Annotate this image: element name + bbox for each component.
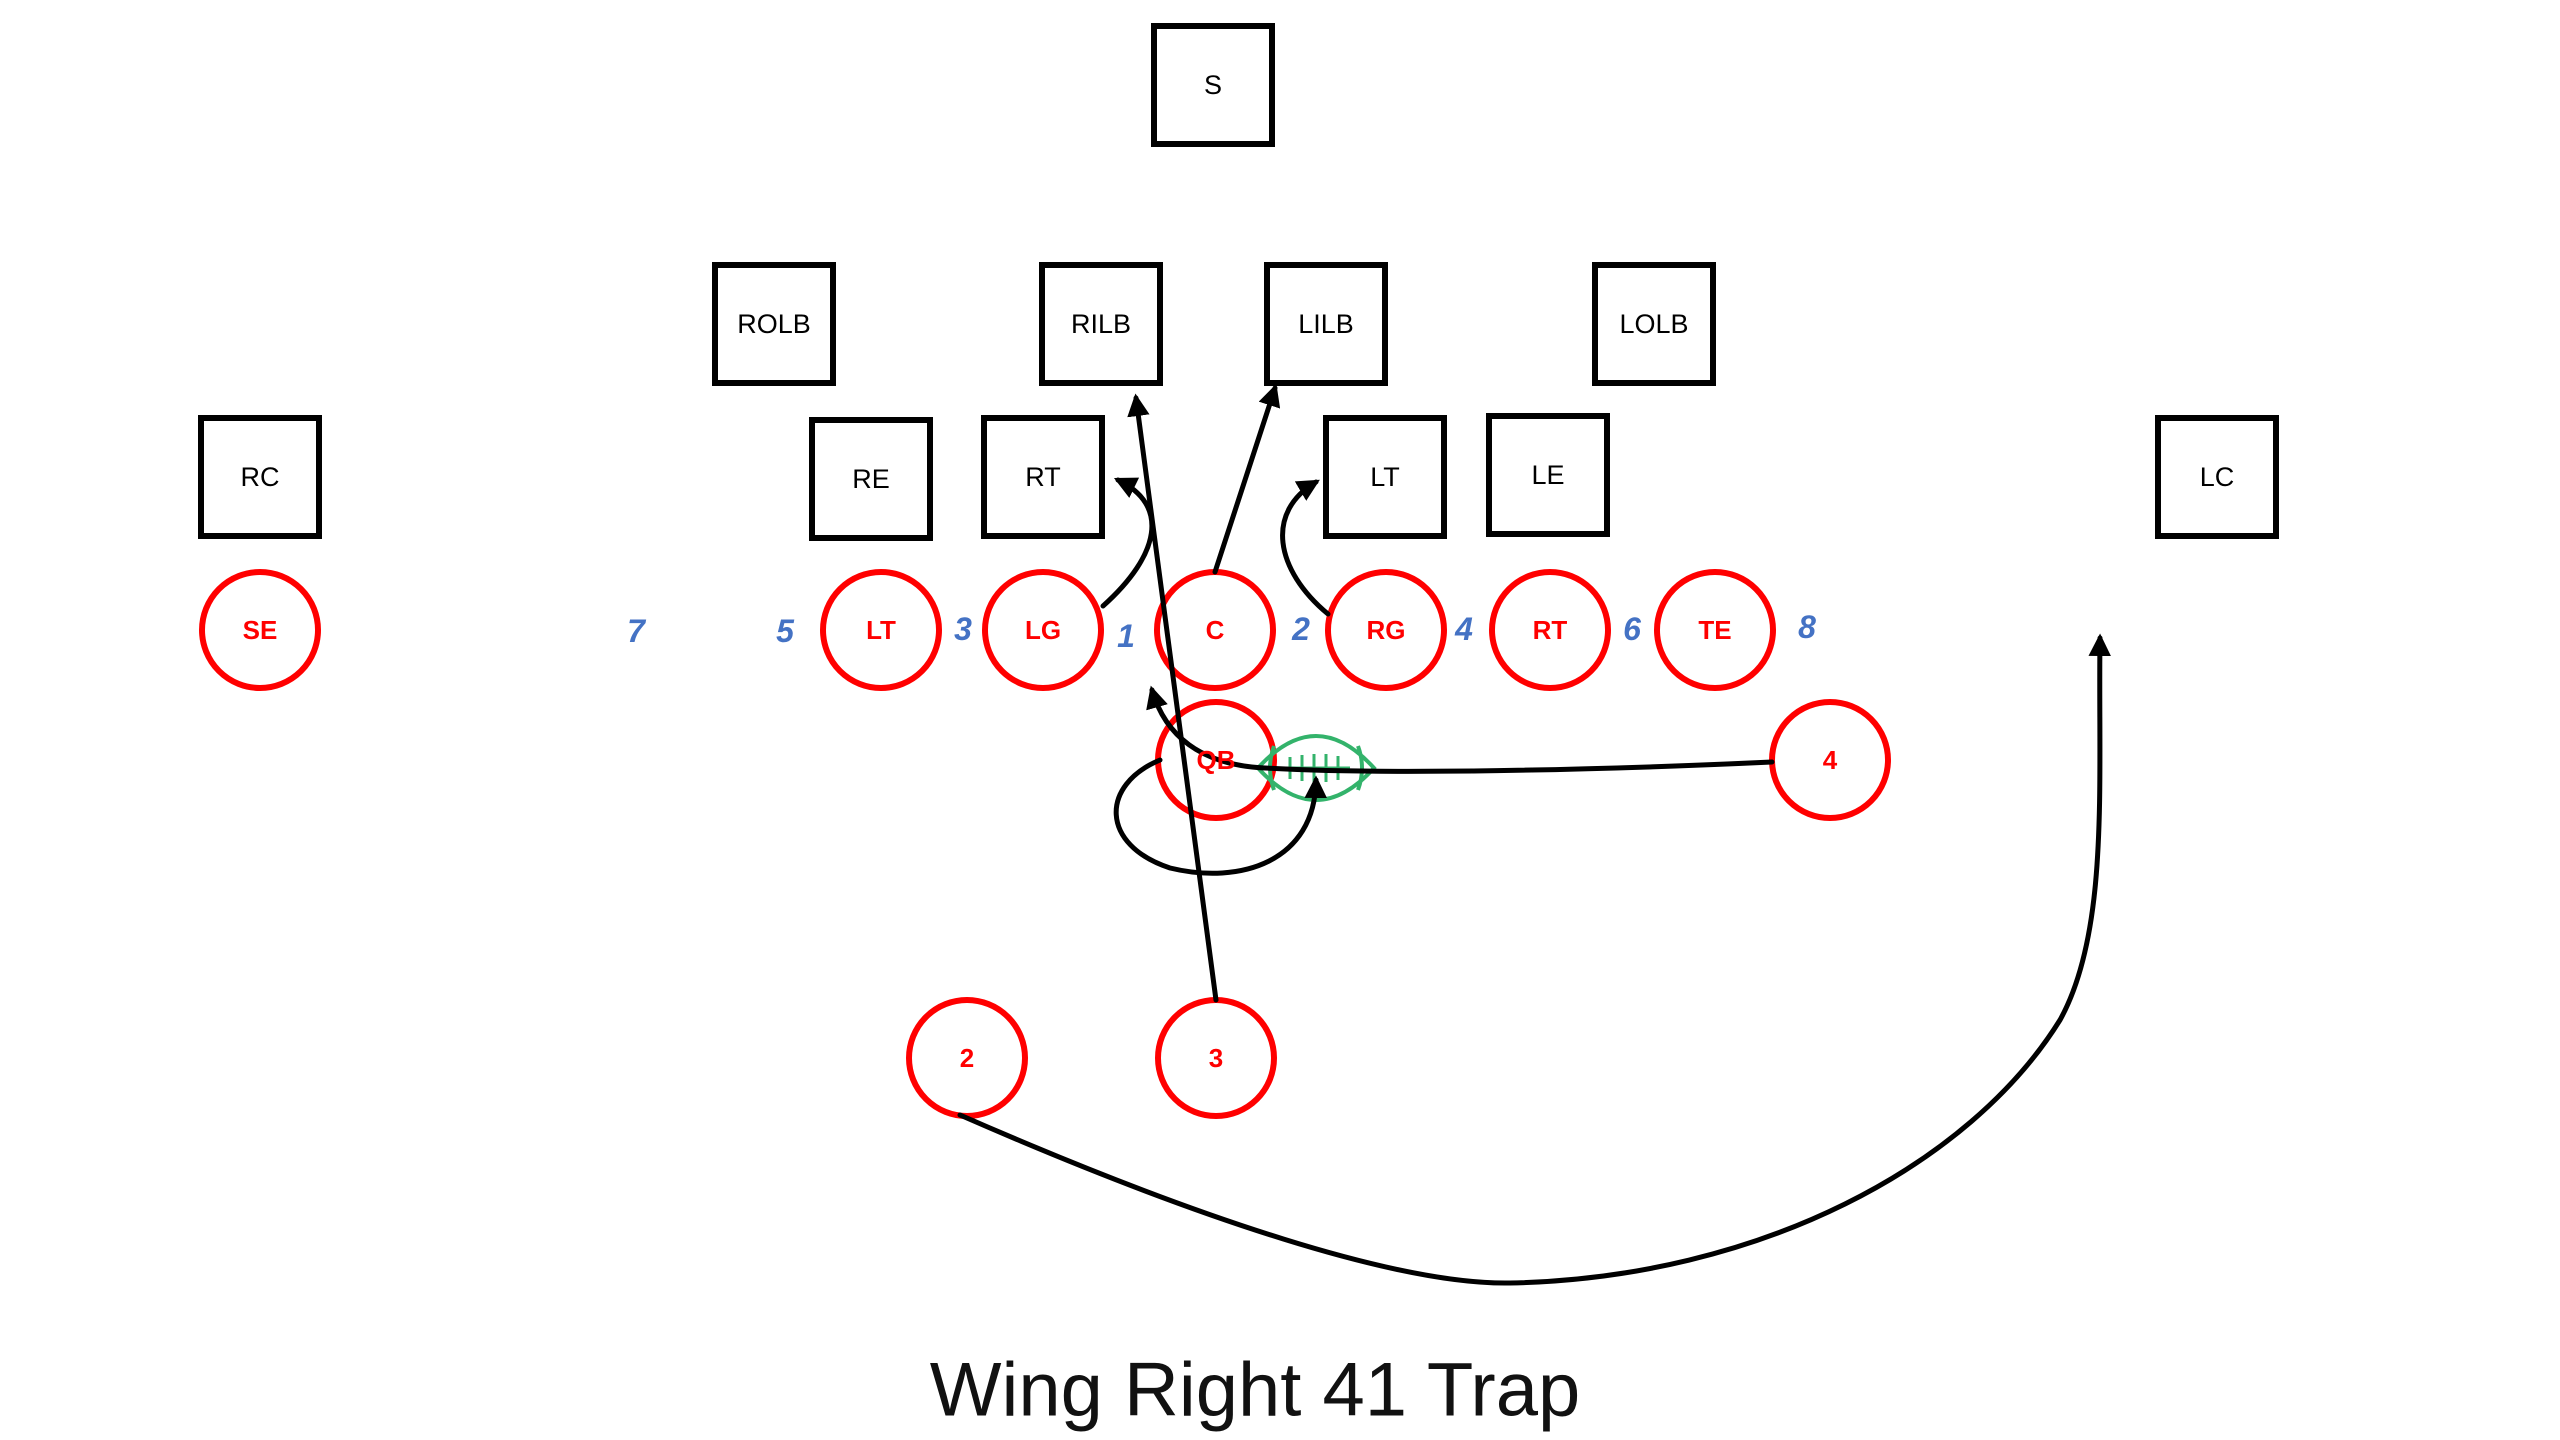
offense-rg-label: RG — [1367, 615, 1406, 645]
hole-number-2: 2 — [1291, 611, 1310, 647]
hole-number-7: 7 — [627, 613, 647, 649]
route-back2-swing — [957, 633, 2111, 1286]
defender-re-label: RE — [852, 464, 890, 494]
route-lg-pull — [1100, 477, 1155, 609]
offense-back3: 3 — [1155, 997, 1277, 1119]
offense-qb-label: QB — [1197, 745, 1236, 775]
defender-rt: RT — [981, 415, 1105, 539]
route-back4-trap — [1146, 685, 1775, 774]
hole-number-4: 4 — [1454, 611, 1473, 647]
hole-number-5: 5 — [776, 613, 795, 649]
defender-rc-label: RC — [241, 462, 280, 492]
defender-le: LE — [1486, 413, 1610, 537]
offense-back3-label: 3 — [1209, 1043, 1223, 1073]
defender-re: RE — [809, 417, 933, 541]
defender-rolb-label: ROLB — [737, 309, 811, 339]
offense-back4: 4 — [1769, 699, 1891, 821]
offense-back2-label: 2 — [960, 1043, 974, 1073]
offense-lg-label: LG — [1025, 615, 1061, 645]
offense-back2: 2 — [906, 997, 1028, 1119]
hole-number-1: 1 — [1117, 618, 1135, 654]
offense-rg: RG — [1325, 569, 1447, 691]
offense-se: SE — [199, 569, 321, 691]
route-back3-dive — [1127, 393, 1219, 1003]
defender-lt: LT — [1323, 415, 1447, 539]
defender-lilb-label: LILB — [1298, 309, 1354, 339]
defender-rolb: ROLB — [712, 262, 836, 386]
defender-rilb-label: RILB — [1071, 309, 1131, 339]
route-qb-spin — [1113, 757, 1328, 876]
defender-lc: LC — [2155, 415, 2279, 539]
offense-c-label: C — [1206, 615, 1225, 645]
defender-rt-label: RT — [1025, 462, 1061, 492]
offense-lt-label: LT — [866, 615, 896, 645]
route-center-block — [1212, 383, 1281, 575]
offense-se-label: SE — [243, 615, 278, 645]
offense-rt-label: RT — [1533, 615, 1568, 645]
offense-lt: LT — [820, 569, 942, 691]
defender-lolb: LOLB — [1592, 262, 1716, 386]
defender-rilb: RILB — [1039, 262, 1163, 386]
defender-s: S — [1151, 23, 1275, 147]
play-title: Wing Right 41 Trap — [930, 1348, 1581, 1433]
defender-lt-label: LT — [1370, 462, 1400, 492]
hole-number-3: 3 — [954, 611, 972, 647]
defender-lc-label: LC — [2200, 462, 2235, 492]
defender-rc: RC — [198, 415, 322, 539]
offense-te-label: TE — [1698, 615, 1731, 645]
offense-back4-label: 4 — [1823, 745, 1838, 775]
offense-lg: LG — [982, 569, 1104, 691]
hole-number-6: 6 — [1623, 611, 1641, 647]
route-rg-block — [1280, 479, 1331, 617]
defender-lolb-label: LOLB — [1619, 309, 1688, 339]
offense-rt: RT — [1489, 569, 1611, 691]
defender-s-label: S — [1204, 70, 1222, 100]
offense-te: TE — [1654, 569, 1776, 691]
defender-le-label: LE — [1531, 460, 1564, 490]
defender-lilb: LILB — [1264, 262, 1388, 386]
hole-number-8: 8 — [1798, 609, 1816, 645]
